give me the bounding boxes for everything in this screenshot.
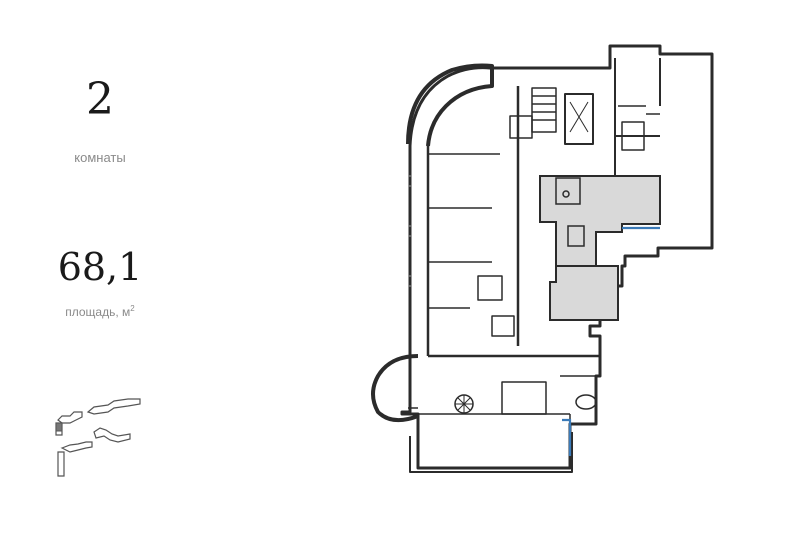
rounded-bay-lower <box>371 354 419 423</box>
apartment-room-1 <box>539 175 661 267</box>
rounded-balcony-top <box>406 63 494 147</box>
keyplan-block-3 <box>86 398 141 415</box>
highlighted-apartment <box>539 175 661 321</box>
window-accent-2 <box>562 418 572 456</box>
keyplan-block-5 <box>60 441 93 453</box>
rooms-count: 2 <box>86 74 114 125</box>
bathroom-mid <box>477 275 503 301</box>
apartment-sink <box>562 190 570 198</box>
elevator-shaft <box>564 93 594 145</box>
rooms-label: комнаты <box>74 150 126 165</box>
apartment-info-panel: 2 комнаты 68,1 площадь, м2 <box>0 0 200 546</box>
apartment-utility <box>567 225 585 247</box>
bathroom-top <box>509 115 533 139</box>
area-label: площадь, м <box>65 305 131 319</box>
spiral-stair-steps <box>455 395 473 413</box>
bathroom-bottom <box>501 381 547 415</box>
outer-wall <box>400 44 714 470</box>
bathroom-right <box>621 121 645 151</box>
elevator-cross <box>569 101 589 133</box>
area-unit-sup: 2 <box>130 304 135 313</box>
stair-core <box>531 87 557 133</box>
keyplan-block-4 <box>93 427 131 443</box>
apartment-room-2 <box>549 265 619 321</box>
bottom-balcony <box>409 432 573 473</box>
area-value: 68,1 <box>57 245 143 289</box>
area-label-wrap: площадь, м2 <box>40 304 160 319</box>
building-keyplan <box>55 398 141 477</box>
kitchen-unit <box>491 315 515 337</box>
apartment-bathroom <box>555 177 581 205</box>
keyplan-current-flat <box>55 422 63 432</box>
keyplan-block-1 <box>57 411 83 424</box>
window-marks <box>408 175 412 287</box>
bathtub-oval <box>575 394 597 410</box>
floor-plan <box>371 44 714 473</box>
right-wing-inner <box>618 105 660 115</box>
keyplan-block-6 <box>57 451 65 477</box>
